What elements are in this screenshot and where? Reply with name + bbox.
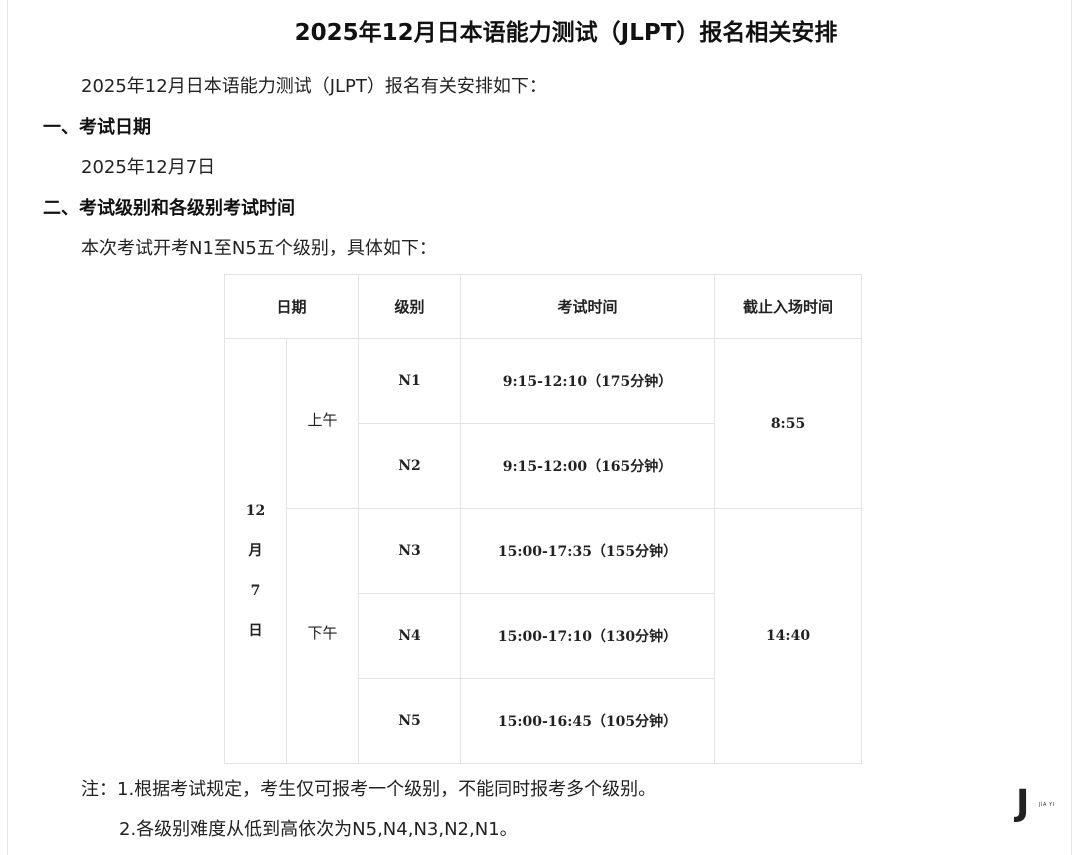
- table-row: N2 9:15-12:00（165分钟）: [225, 423, 862, 509]
- period-morning-label: 上午: [307, 411, 338, 429]
- time-cell: 15:00-17:10（130分钟）: [460, 593, 716, 679]
- date-char: 12: [245, 503, 266, 519]
- page-title: 2025年12月日本语能力测试（JLPT）报名相关安排: [294, 20, 838, 46]
- date-cell: 12 月 7 日: [224, 338, 287, 764]
- date-char: 月: [248, 543, 263, 559]
- level-cell: N5: [358, 678, 462, 764]
- time-cell: 9:15-12:10（175分钟）: [460, 338, 716, 424]
- header-level: 级别: [358, 274, 462, 339]
- header-cutoff-time: 截止入场时间: [714, 274, 863, 339]
- section-exam-date-heading: 一、考试日期: [43, 117, 151, 138]
- cutoff-morning: 8:55: [714, 338, 863, 509]
- table-header-row: 日期 级别 考试时间 截止入场时间: [223, 274, 863, 339]
- period-morning: 上午: [285, 338, 360, 509]
- time-cell: 15:00-16:45（105分钟）: [460, 678, 716, 764]
- page-border-left: [7, 0, 8, 855]
- period-afternoon-label: 下午: [307, 623, 338, 642]
- levels-intro-text: 本次考试开考N1至N5五个级别，具体如下：: [81, 238, 437, 259]
- section-levels-heading: 二、考试级别和各级别考试时间: [43, 198, 295, 219]
- intro-text: 2025年12月日本语能力测试（JLPT）报名有关安排如下：: [81, 76, 547, 97]
- level-cell: N4: [358, 593, 462, 679]
- table-row: N4 15:00-17:10（130分钟）: [225, 593, 862, 679]
- cutoff-afternoon: 14:40: [714, 508, 863, 764]
- logo-mark: J: [1016, 783, 1030, 824]
- level-cell: N3: [358, 508, 462, 594]
- header-date: 日期: [223, 274, 360, 339]
- table-row: N5 15:00-16:45（105分钟）: [225, 678, 862, 764]
- date-char: 日: [248, 623, 263, 639]
- time-cell: 15:00-17:35（155分钟）: [460, 508, 716, 594]
- table-row: 12 月 7 日 上午 N1 9:15-12:10（175分钟） 8:55: [224, 338, 863, 764]
- logo-sub-text: JIA YI: [1039, 802, 1055, 808]
- level-cell: N2: [358, 423, 462, 509]
- table-row: 下午 N3 15:00-17:35（155分钟） 14:40: [225, 508, 863, 764]
- jiayi-logo: J JIA YI: [1016, 784, 1066, 828]
- page-border-right: [1071, 0, 1072, 855]
- level-cell: N1: [358, 338, 462, 424]
- note-1: 注：1.根据考试规定，考生仅可报考一个级别，不能同时报考多个级别。: [81, 779, 657, 800]
- exam-schedule-table: 日期 级别 考试时间 截止入场时间 12 月 7 日 上午 N1 9:15-12…: [223, 274, 863, 764]
- note-2: 2.各级别难度从低到高依次为N5,N4,N3,N2,N1。: [119, 819, 518, 840]
- time-cell: 9:15-12:00（165分钟）: [460, 423, 716, 509]
- header-exam-time: 考试时间: [460, 274, 716, 339]
- date-char: 7: [250, 583, 261, 599]
- period-afternoon: 下午: [285, 508, 360, 764]
- exam-date-text: 2025年12月7日: [81, 157, 216, 178]
